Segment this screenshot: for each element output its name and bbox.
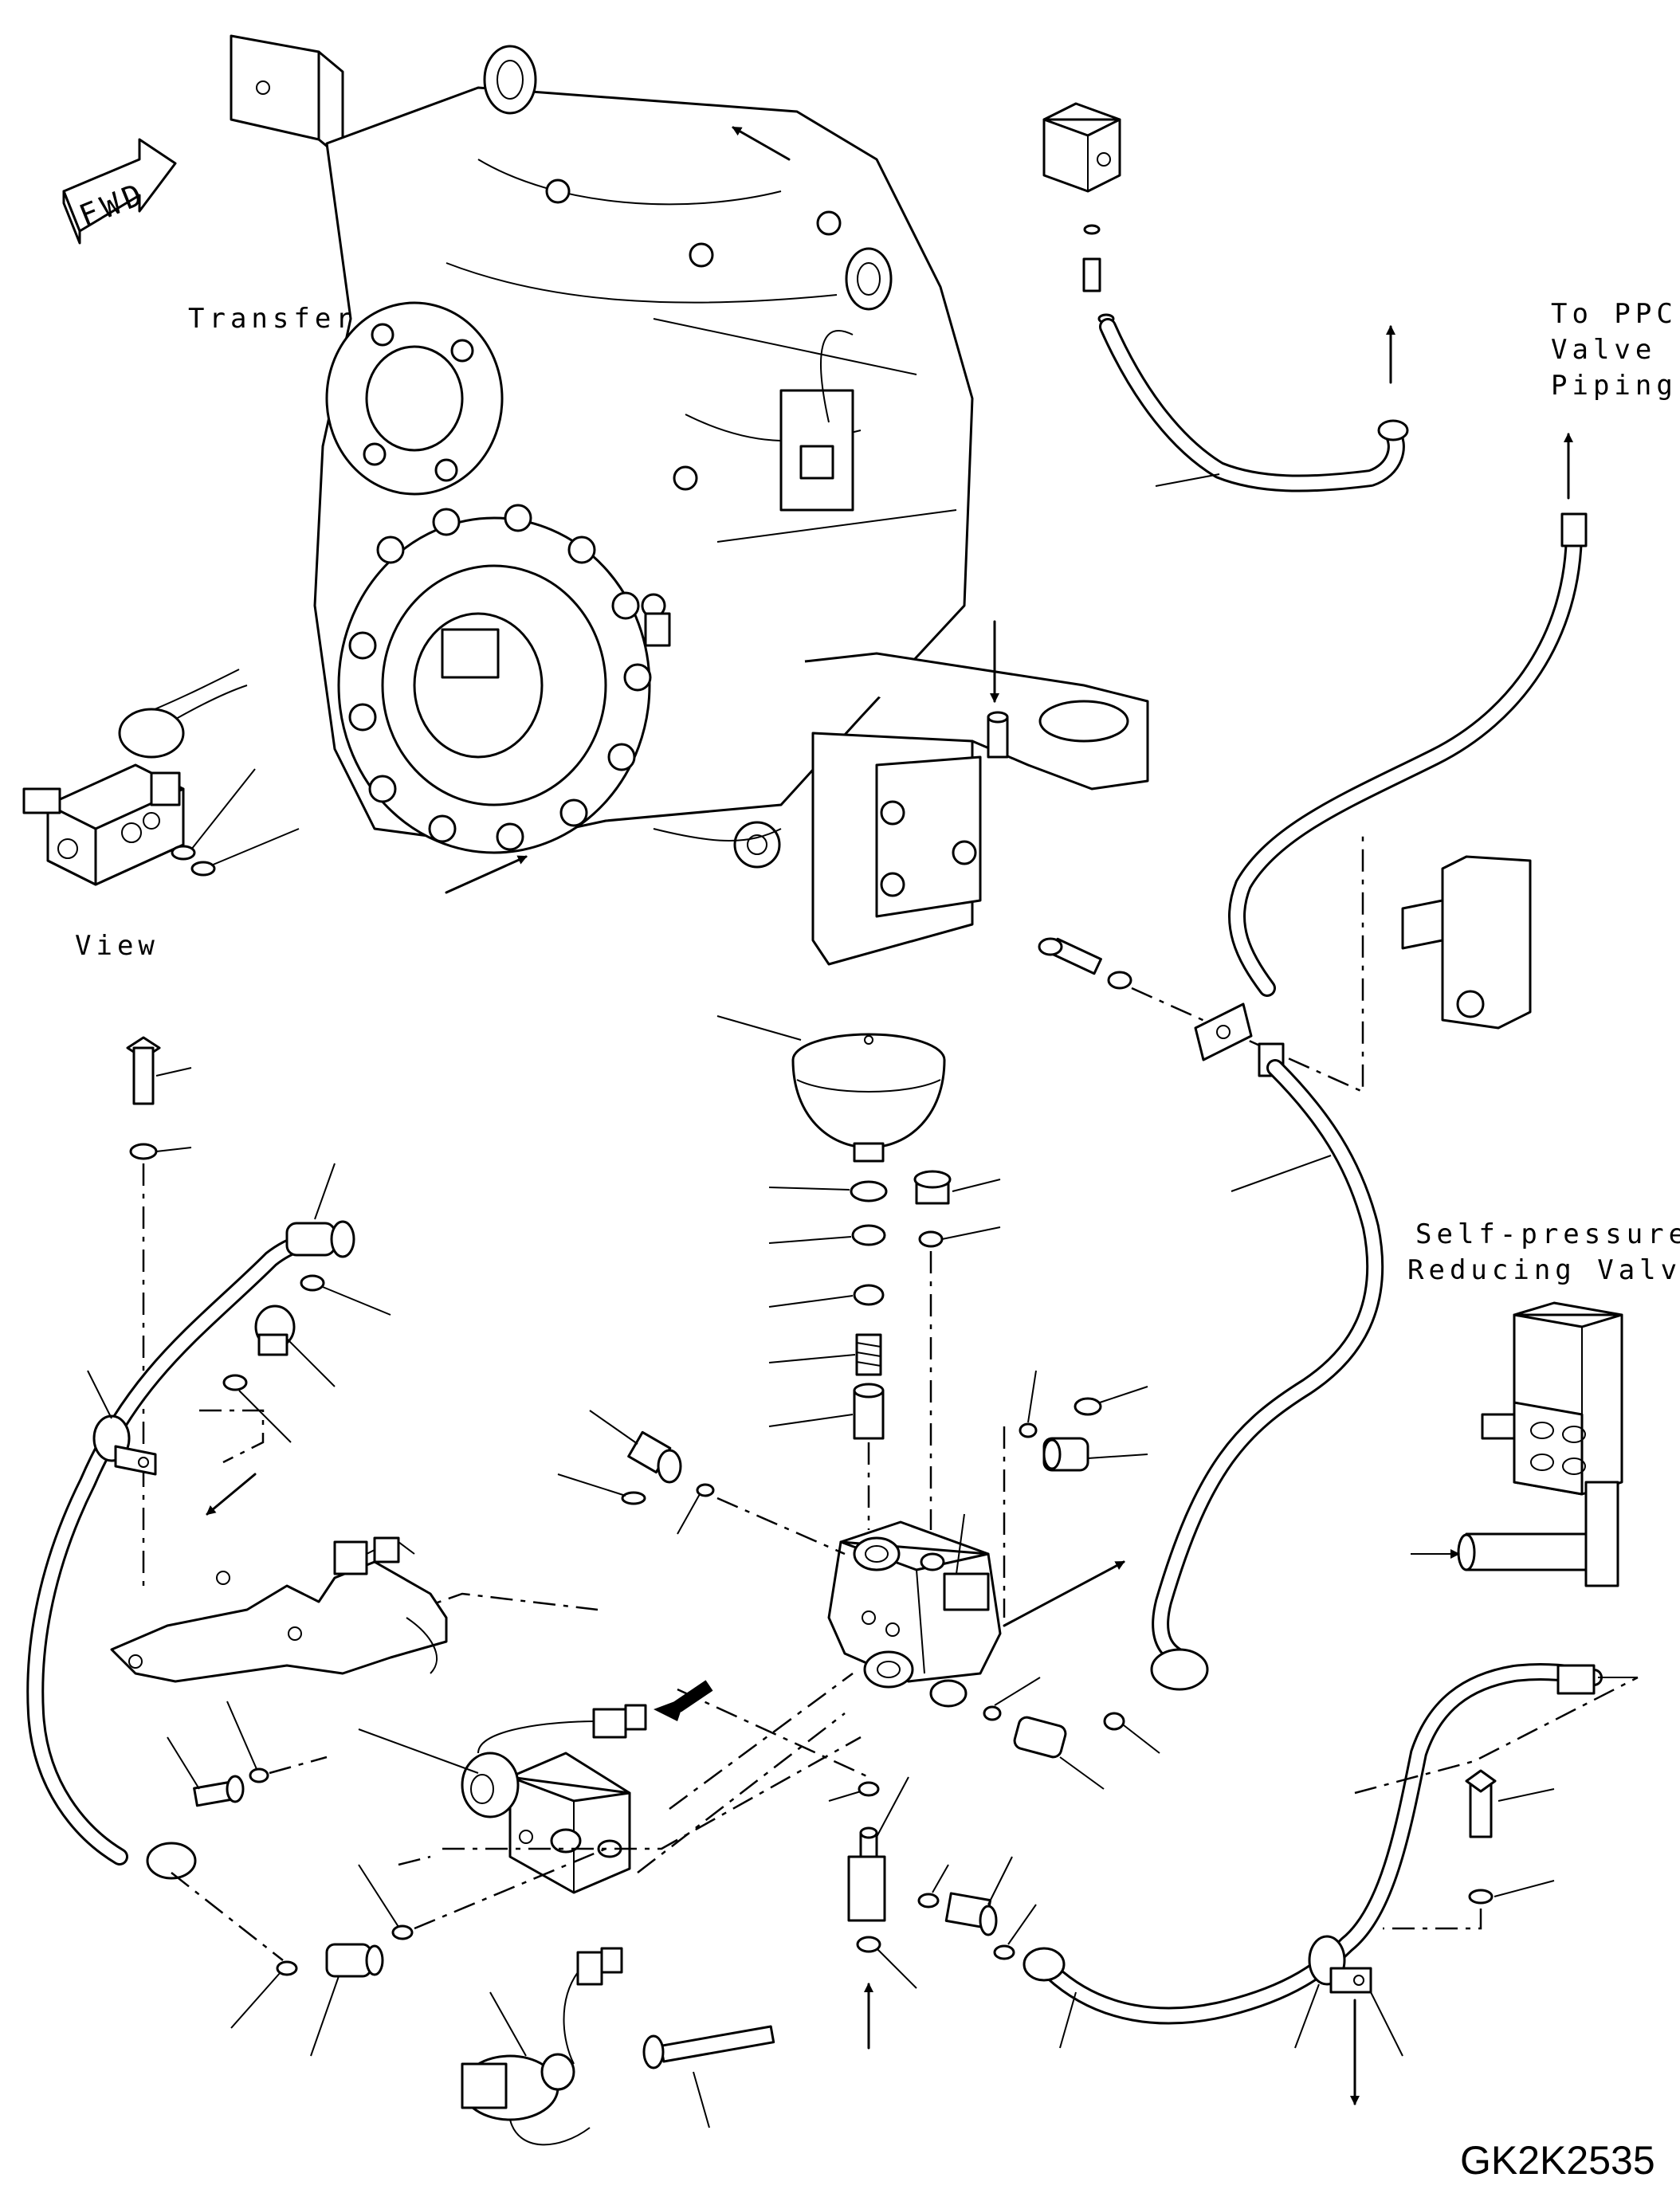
harness-bracket: [110, 1536, 448, 1683]
accumulator: [791, 1033, 946, 1163]
pointer-arrow: [445, 855, 528, 894]
transfer-gearbox: [230, 34, 1149, 966]
flange-bolts: [348, 504, 652, 851]
self-pressure-label-1: Self-pressure: [1415, 1218, 1680, 1250]
long-bolt: [642, 2025, 775, 2069]
main-valve-block: [827, 1520, 1002, 1708]
bolt-upper-left: [126, 1036, 161, 1160]
upper-right-block: [1042, 102, 1121, 324]
bolt-lower-left: [193, 1767, 269, 1807]
hose-clamp-left: [92, 1414, 157, 1476]
elbow-fitting-bottom-left: [325, 1943, 384, 1978]
solenoid-valve: [461, 1704, 647, 1894]
drawing-code: GK2K2535: [1460, 2138, 1655, 2183]
transfer-label: Transfer: [188, 303, 357, 335]
plug-left: [254, 1304, 296, 1356]
bolt-lower-right: [1465, 1769, 1497, 1905]
view-detail: [22, 669, 248, 886]
fwd-arrow-badge: FWD: [62, 138, 177, 245]
washer: [853, 1284, 885, 1306]
piston: [853, 1383, 885, 1440]
pointer-arrow: [732, 126, 791, 161]
snap-ring: [851, 1224, 886, 1246]
pressure-switch: [461, 1947, 623, 2146]
view-label: View: [75, 930, 159, 962]
to-ppc-label-2: Valve: [1551, 334, 1656, 366]
spring: [855, 1333, 882, 1376]
o-ring: [850, 1180, 888, 1202]
straight-adapter: [944, 1892, 998, 1936]
hose-clamp-lower: [1308, 1935, 1372, 1994]
elbow-fitting-right-lower: [983, 1705, 1125, 1759]
self-pressure-label-2: Reducing Valve: [1407, 1254, 1680, 1286]
hose-bracket-right: [1401, 855, 1532, 1030]
elbow-fitting-left: [621, 1430, 682, 1505]
self-pressure-reducing-valve: [1457, 1301, 1623, 1587]
to-ppc-label-3: Piping: [1551, 370, 1678, 402]
elbow-fitting-right-upper: [1019, 1397, 1102, 1472]
tee-fitting: [847, 1781, 886, 1953]
to-ppc-label-1: To PPC: [1551, 298, 1678, 330]
